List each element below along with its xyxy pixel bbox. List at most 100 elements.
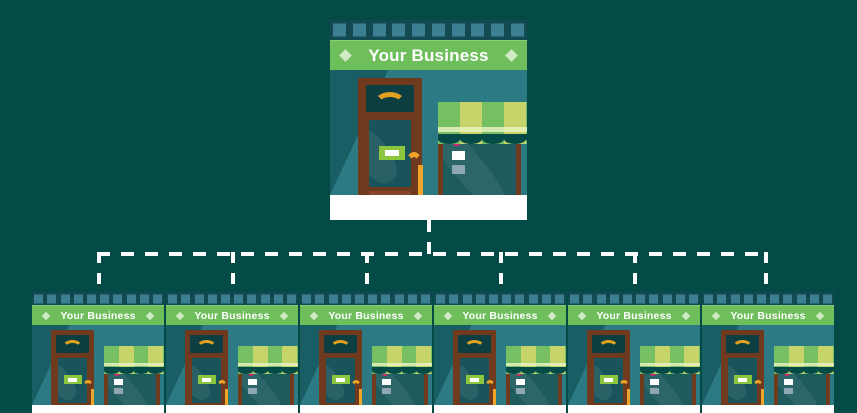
checker-square <box>315 294 325 303</box>
checker-square <box>247 294 257 303</box>
awning-scallop <box>788 367 804 374</box>
shop-facade <box>300 325 432 405</box>
child-storefront-5[interactable]: Your Business <box>568 292 700 413</box>
awning-scallop <box>504 134 526 144</box>
shop-sign: Your Business <box>166 305 298 325</box>
shop-door[interactable] <box>358 78 422 215</box>
checker-band <box>166 292 298 305</box>
awning-scallop <box>699 367 700 374</box>
child-storefront-4[interactable]: Your Business <box>434 292 566 413</box>
door-glass <box>58 358 87 403</box>
checker-square <box>302 294 312 303</box>
arc-sign-icon <box>330 340 351 356</box>
awning-stripe <box>833 346 834 374</box>
checker-square <box>381 294 391 303</box>
checker-square <box>431 23 445 37</box>
diamond-icon <box>413 311 422 320</box>
arc-sign-icon <box>464 340 485 356</box>
checker-square <box>541 294 551 303</box>
checker-square <box>113 294 123 303</box>
diamond-icon <box>279 311 288 320</box>
checker-square <box>333 23 347 37</box>
cane-stem-icon <box>493 389 496 405</box>
diamond-icon <box>145 311 154 320</box>
awning-band <box>774 363 834 366</box>
shop-door[interactable] <box>453 330 496 405</box>
child-storefront-1[interactable]: Your Business <box>32 292 164 413</box>
door-glass <box>192 358 221 403</box>
shop-base <box>166 405 298 413</box>
door-placard-icon <box>466 375 484 384</box>
shop-facade <box>330 70 527 215</box>
checker-square <box>822 294 832 303</box>
connector-drop-1 <box>97 252 101 292</box>
shop-door[interactable] <box>587 330 630 405</box>
door-transom-glass <box>324 335 357 353</box>
white-chip-icon <box>452 151 465 160</box>
checker-square <box>152 294 162 303</box>
shop-sign-label: Your Business <box>60 309 136 322</box>
checker-band <box>568 292 700 305</box>
diamond-icon <box>310 311 319 320</box>
checker-square <box>502 294 512 303</box>
shop-facade <box>702 325 834 405</box>
checker-square <box>662 294 672 303</box>
checker-square <box>622 294 632 303</box>
checker-square <box>649 294 659 303</box>
awning-scallop <box>133 367 149 374</box>
child-storefront-2[interactable]: Your Business <box>166 292 298 413</box>
checker-square <box>47 294 57 303</box>
checker-square <box>596 294 606 303</box>
shop-door[interactable] <box>51 330 94 405</box>
checker-square <box>353 23 367 37</box>
checker-square <box>260 294 270 303</box>
checker-square <box>372 23 386 37</box>
awning-stripes <box>438 102 527 144</box>
checker-square <box>139 294 149 303</box>
checker-square <box>636 294 646 303</box>
awning-stripe <box>431 346 432 374</box>
cane-stem-icon <box>627 389 630 405</box>
checker-square <box>126 294 136 303</box>
checker-square <box>420 294 430 303</box>
checker-square <box>783 294 793 303</box>
checker-square <box>743 294 753 303</box>
white-chip-icon <box>784 379 793 385</box>
awning-scallop <box>684 367 700 374</box>
shop-awning <box>104 346 164 374</box>
door-placard-inner <box>604 378 613 382</box>
white-chip-icon <box>248 379 257 385</box>
child-storefront-6[interactable]: Your Business <box>702 292 834 413</box>
gray-chip-icon <box>248 388 257 394</box>
cane-icon <box>350 380 362 390</box>
checker-square <box>475 294 485 303</box>
checker-square <box>488 294 498 303</box>
awning-scallop <box>565 367 566 374</box>
awning-scallop <box>535 367 551 374</box>
checker-square <box>554 294 564 303</box>
door-placard-inner <box>470 378 479 382</box>
white-chip-icon <box>650 379 659 385</box>
awning-scallop <box>460 134 482 144</box>
connector-bus <box>97 252 767 256</box>
awning-scallop <box>104 367 119 374</box>
shop-awning <box>238 346 298 374</box>
shop-door[interactable] <box>185 330 228 405</box>
cane-stem-icon <box>418 165 423 215</box>
door-transom-glass <box>458 335 491 353</box>
checker-square <box>368 294 378 303</box>
checker-square <box>328 294 338 303</box>
awning-stripe <box>565 346 566 374</box>
shop-door[interactable] <box>319 330 362 405</box>
gray-chip-icon <box>382 388 391 394</box>
checker-square <box>510 23 524 37</box>
child-storefront-3[interactable]: Your Business <box>300 292 432 413</box>
checker-square <box>60 294 70 303</box>
checker-band <box>32 292 164 305</box>
awning-scallop <box>654 367 670 374</box>
cane-stem-icon <box>225 389 228 405</box>
awning-stripe <box>163 346 164 374</box>
parent-storefront[interactable]: Your Business <box>330 20 527 220</box>
shop-door[interactable] <box>721 330 764 405</box>
diamond-icon <box>504 49 518 62</box>
